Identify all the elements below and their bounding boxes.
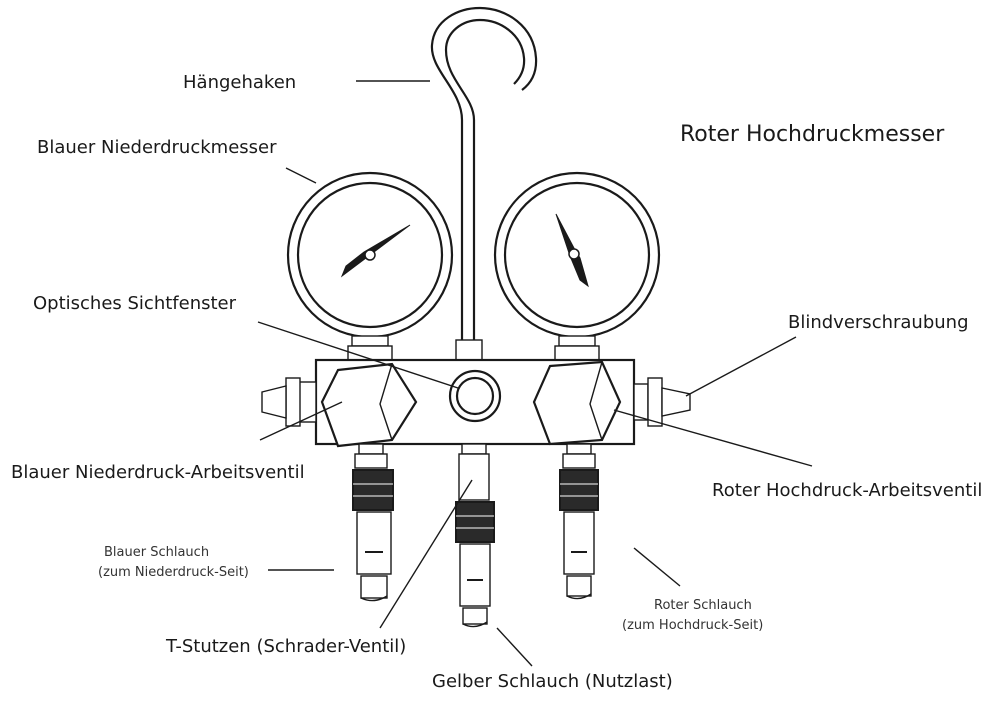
label-t-fitting: T-Stutzen (Schrader-Ventil) (165, 636, 406, 657)
red-hose-icon (559, 443, 599, 600)
blue-valve-icon (320, 362, 418, 448)
label-red-hose-2: (zum Hochdruck-Seit) (622, 618, 763, 633)
leader-blind-fitting (685, 336, 797, 397)
blind-fitting-icon (633, 377, 691, 427)
blue-gauge-icon (286, 171, 454, 361)
left-port-fitting (261, 377, 317, 427)
yellow-hose-icon (455, 443, 495, 628)
leader-t-fitting (379, 479, 473, 629)
sight-glass-icon (448, 369, 502, 423)
blue-hose-icon (352, 443, 394, 602)
hook-icon (430, 6, 538, 363)
leader-blue-gauge (285, 167, 317, 184)
leader-red-valve (613, 409, 813, 467)
red-valve-icon (532, 360, 622, 446)
leader-yellow-hose (496, 627, 533, 667)
label-blind-fitting: Blindverschraubung (788, 312, 969, 333)
label-blue-hose-2: (zum Niederdruck-Seit) (98, 565, 249, 580)
label-sight-glass: Optisches Sichtfenster (33, 293, 237, 314)
label-yellow-hose: Gelber Schlauch (Nutzlast) (432, 671, 673, 692)
label-blue-gauge: Blauer Niederdruckmesser (37, 137, 277, 158)
leader-sight-glass (257, 321, 459, 389)
label-blue-valve: Blauer Niederdruck-Arbeitsventil (11, 462, 305, 483)
label-red-gauge: Roter Hochdruckmesser (680, 122, 945, 147)
label-blue-hose-1: Blauer Schlauch (104, 545, 209, 560)
leader-blue-valve (259, 401, 343, 441)
label-hook: Hängehaken (183, 72, 296, 93)
leader-lines (257, 80, 813, 667)
label-red-hose-1: Roter Schlauch (654, 598, 752, 613)
label-red-valve: Roter Hochdruck-Arbeitsventil (712, 480, 982, 501)
leader-red-hose (633, 547, 681, 587)
red-gauge-icon (493, 171, 661, 361)
